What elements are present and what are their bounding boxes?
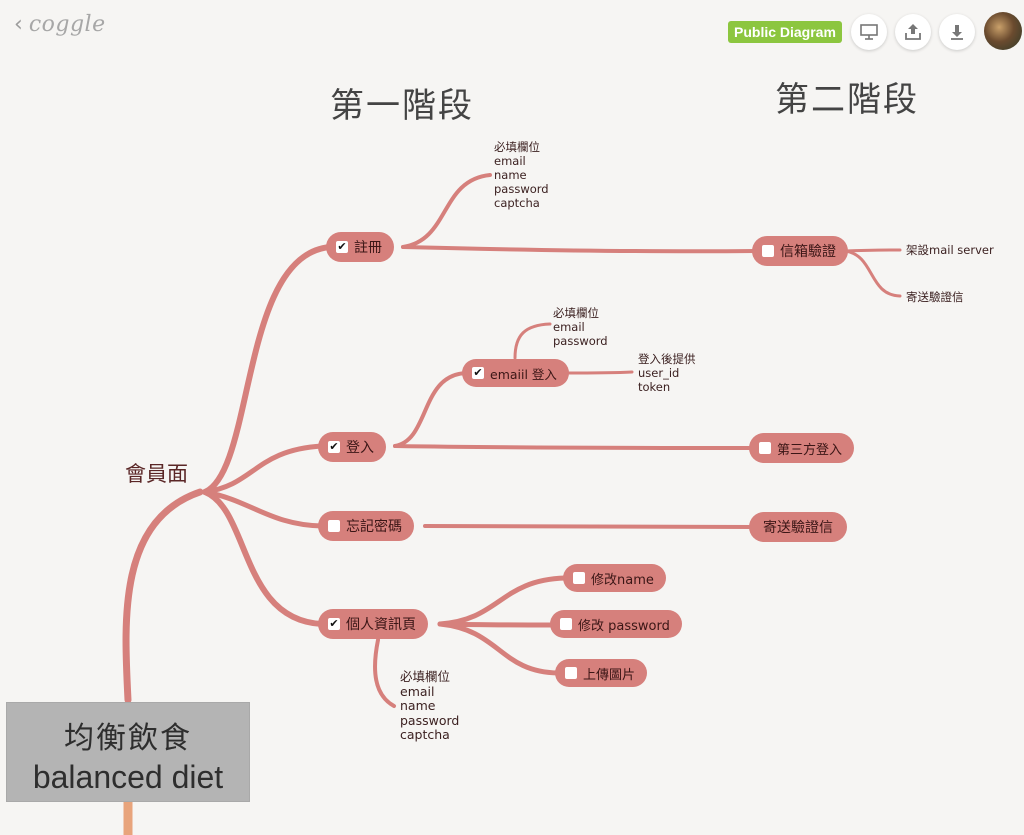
central-topic-zh: 均衡飲食	[7, 713, 249, 757]
checkbox-unchecked[interactable]	[759, 442, 771, 454]
checkbox-checked[interactable]: ✔	[328, 441, 340, 453]
checkbox-checked[interactable]: ✔	[328, 618, 340, 630]
mail-server-note[interactable]: 架設mail server	[906, 243, 994, 257]
checkbox-unchecked[interactable]	[573, 572, 585, 584]
email-verify-node[interactable]: 信箱驗證	[752, 236, 848, 266]
node-label: 登入	[346, 437, 374, 457]
node-label: 忘記密碼	[346, 516, 402, 536]
checkbox-unchecked[interactable]	[565, 667, 577, 679]
third-party-login-node[interactable]: 第三方登入	[749, 433, 854, 463]
email-login-node[interactable]: ✔ emaiil 登入	[462, 359, 569, 387]
profile-page-node[interactable]: ✔ 個人資訊頁	[318, 609, 428, 639]
edit-password-node[interactable]: 修改 password	[550, 610, 682, 638]
forgot-password-node[interactable]: 忘記密碼	[318, 511, 414, 541]
node-label: emaiil 登入	[490, 364, 557, 383]
send-verify-mail-note[interactable]: 寄送驗證信	[906, 290, 964, 304]
node-label: 信箱驗證	[780, 241, 836, 261]
upload-image-node[interactable]: 上傳圖片	[555, 659, 647, 687]
node-label: 修改 password	[578, 615, 670, 634]
checkbox-unchecked[interactable]	[328, 520, 340, 532]
register-node[interactable]: ✔ 註冊	[326, 232, 394, 262]
checkbox-checked[interactable]: ✔	[336, 241, 348, 253]
profile-required-fields[interactable]: 必填欄位 email name password captcha	[400, 670, 459, 743]
checkbox-checked[interactable]: ✔	[472, 367, 484, 379]
member-branch-label[interactable]: 會員面	[125, 458, 188, 488]
checkbox-unchecked[interactable]	[762, 245, 774, 257]
central-topic-en: balanced diet	[7, 759, 249, 796]
node-label: 註冊	[354, 237, 382, 257]
node-label: 寄送驗證信	[763, 517, 833, 537]
node-label: 個人資訊頁	[346, 614, 416, 634]
node-label: 第三方登入	[777, 439, 842, 458]
edit-name-node[interactable]: 修改name	[563, 564, 666, 592]
register-required-fields[interactable]: 必填欄位 email name password captcha	[494, 140, 549, 210]
checkbox-unchecked[interactable]	[560, 618, 572, 630]
node-label: 修改name	[591, 569, 654, 588]
node-label: 上傳圖片	[583, 664, 635, 683]
central-topic-node[interactable]: 均衡飲食 balanced diet	[7, 703, 249, 801]
email-login-required-fields[interactable]: 必填欄位 email password	[553, 306, 608, 348]
login-node[interactable]: ✔ 登入	[318, 432, 386, 462]
login-result-note[interactable]: 登入後提供 user_id token	[638, 352, 696, 394]
forgot-send-mail-node[interactable]: 寄送驗證信	[749, 512, 847, 542]
